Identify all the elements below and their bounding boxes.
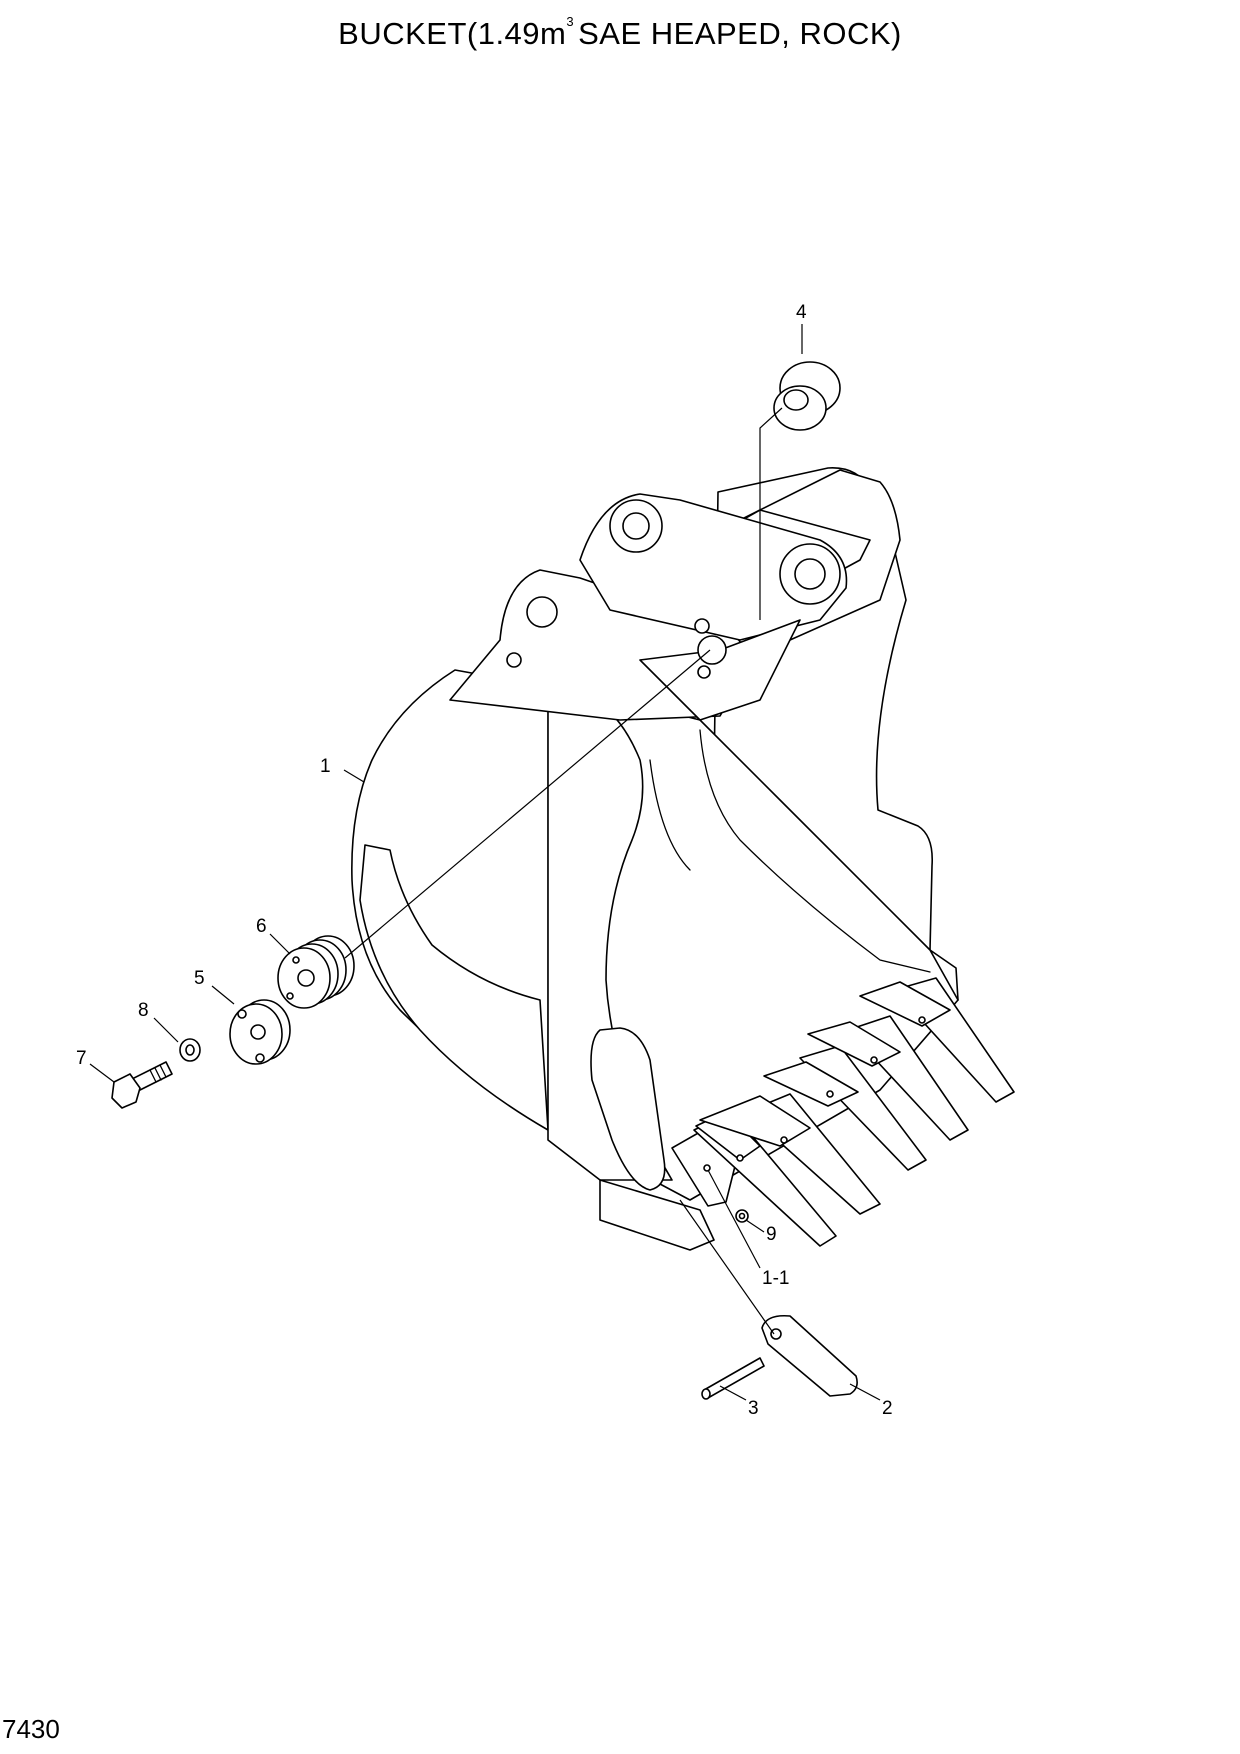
callout-6: 6 [256,916,267,937]
bolt-thread-2 [154,1067,162,1081]
plate-hole-1 [237,1009,247,1019]
callout-3: 3 [748,1398,759,1419]
page-code: 7430 [2,1714,60,1744]
assembly-axis-line [344,649,711,959]
leader-2 [849,1383,881,1401]
bucket-bowl-curve [699,729,931,973]
adapter-hole-5 [918,1016,926,1024]
adapter-hole-6 [703,1164,711,1172]
title-suffix: SAE HEAPED, ROCK) [578,16,902,51]
tooth-pin-end [701,1388,711,1400]
plate-center-hole [250,1024,266,1040]
tooth-pin [703,1357,765,1399]
bucket-top-brackets [449,493,871,721]
adapter-4 [763,1061,859,1107]
callout-labels: 1 1-1 2 3 4 5 6 7 8 9 [76,302,893,1419]
adapter-3 [699,1095,811,1147]
bucket-left-bracket-hole-3 [694,618,710,634]
bolt-thread-3 [159,1064,167,1078]
leader-3 [719,1385,747,1401]
shim-group [277,935,355,1009]
bushing-bore [783,389,809,411]
exploded-tooth-group [701,1314,858,1400]
callout-5: 5 [194,968,205,989]
bolt-head [111,1073,141,1109]
leader-1 [343,769,365,783]
plate-hole-2 [255,1053,265,1063]
bucket-bowl-curve-2 [649,759,691,871]
bucket-rear-boss-inner [622,512,650,540]
callout-4: 4 [796,302,807,323]
leader-6 [269,933,291,955]
bucket-side-cutter [590,1027,666,1191]
callout-8: 8 [138,1000,149,1021]
washer-group [179,1038,201,1062]
adapter-hole-1 [736,1154,744,1162]
tooth-axis-line [679,1199,775,1335]
bucket-front-boss-inner [794,558,826,590]
bucket-left-bracket-hole-4 [697,635,727,665]
shim-hole-2 [286,992,294,1000]
bolt-group [111,1061,173,1109]
bushing-group [773,361,841,431]
tooth-point [761,1314,858,1397]
title-main: BUCKET(1.49m [338,16,567,51]
adapter-hole-2 [780,1136,788,1144]
bucket-teeth-row [671,977,1015,1247]
adapter-6 [859,981,951,1027]
callout-7: 7 [76,1048,87,1069]
adapter-hole-4 [870,1056,878,1064]
tooth-point-hole [770,1328,782,1340]
bushing-axis-line [759,407,783,620]
callout-1-1: 1-1 [762,1268,789,1289]
shim-hole-1 [292,956,300,964]
title-superscript: 3 [566,14,575,29]
leader-1-1 [707,1169,761,1269]
bolt-thread-1 [149,1069,157,1083]
washer-inner [185,1044,195,1056]
shim-bore [297,969,315,987]
plate-group [229,999,291,1065]
callout-9: 9 [766,1224,777,1245]
lock-ring-inner [738,1212,746,1220]
leader-7 [89,1063,115,1083]
bucket-left-bracket-hole-2 [506,652,522,668]
adapter-hole-3 [826,1090,834,1098]
callout-1: 1 [320,756,331,777]
leader-8 [153,1017,179,1043]
leader-9 [745,1219,765,1233]
adapter-5 [807,1021,901,1067]
bucket-left-bracket-hole-5 [697,665,711,679]
leader-lines [89,324,881,1401]
callout-2: 2 [882,1398,893,1419]
bucket-left-bracket-hole-1 [526,596,558,628]
leader-5 [211,985,235,1005]
